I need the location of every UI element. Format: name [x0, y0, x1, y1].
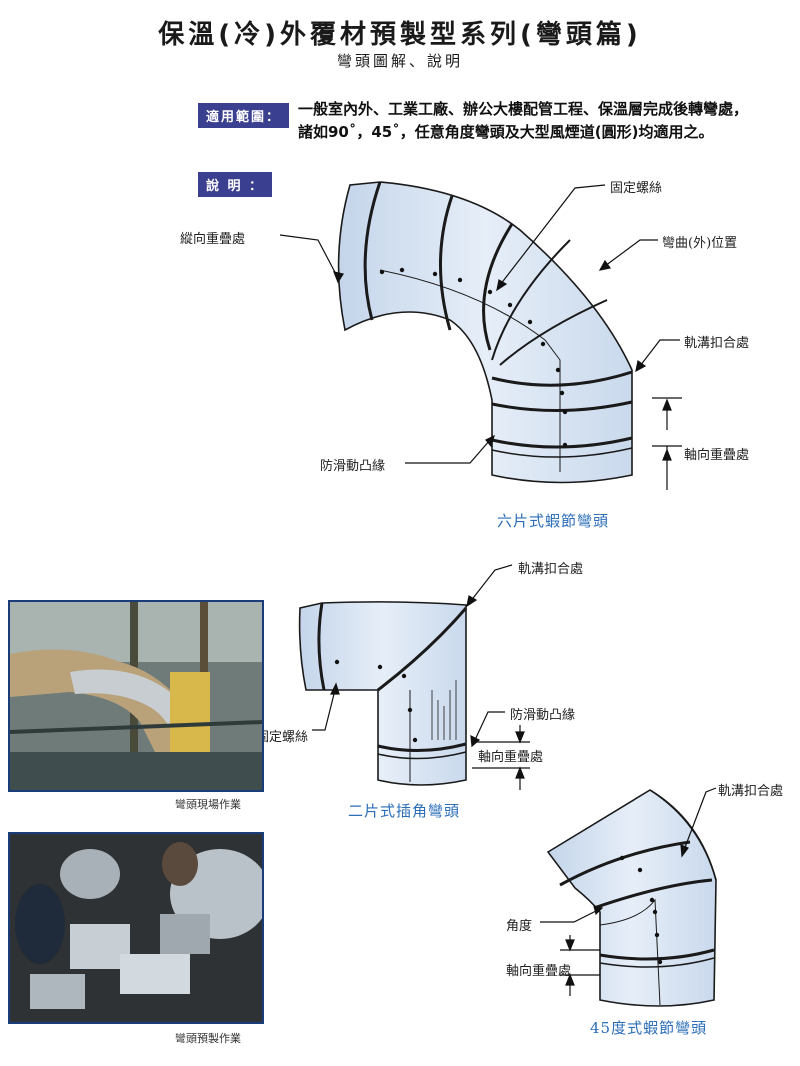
- six-piece-screws: [379, 267, 568, 448]
- label-groove-joint-1: 軌溝扣合處: [684, 336, 750, 351]
- two-piece-elbow-diagram: [298, 601, 468, 786]
- scope-line-2: 諸如90˚，45˚，任意角度彎頭及大型風煙道(圓形)均適用之。: [298, 123, 714, 141]
- forty-five-leaders: [540, 787, 717, 996]
- label-anti-slip-bead-2: 防滑動凸緣: [510, 708, 576, 723]
- photo-onsite-work: [8, 600, 264, 792]
- explain-badge: 說 明 ：: [198, 172, 273, 197]
- two-piece-screws: [334, 659, 418, 743]
- caption-two-piece-elbow: 二片式插角彎頭: [348, 802, 461, 820]
- photo-caption-prefab: 彎頭預製作業: [175, 1032, 241, 1045]
- label-groove-joint-3: 軌溝扣合處: [718, 784, 784, 799]
- photo-prefab-work: [8, 832, 264, 1024]
- label-axial-overlap-2: 軸向重疊處: [478, 750, 544, 765]
- caption-forty-five-elbow: 45度式蝦節彎頭: [590, 1019, 708, 1037]
- label-fixed-screw-1: 固定螺絲: [610, 181, 663, 196]
- two-piece-leaders: [312, 564, 530, 790]
- forty-five-elbow-diagram: [546, 789, 717, 1007]
- label-angle: 角度: [506, 919, 533, 934]
- label-bend-outer: 彎曲(外)位置: [662, 236, 738, 251]
- caption-six-piece-elbow: 六片式蝦節彎頭: [497, 512, 610, 530]
- label-axial-overlap-1: 軸向重疊處: [684, 448, 750, 463]
- label-anti-slip-bead-1: 防滑動凸緣: [320, 459, 386, 474]
- scope-badge: 適用範圍：: [198, 103, 290, 128]
- scope-text: 一般室內外、工業工廠、辦公大樓配管工程、保溫層完成後轉彎處， 諸如90˚，45˚…: [298, 98, 788, 144]
- label-longitudinal-overlap: 縱向重疊處: [180, 232, 246, 247]
- label-groove-joint-2: 軌溝扣合處: [518, 562, 584, 577]
- page-title: 保溫(冷)外覆材預製型系列(彎頭篇): [158, 20, 642, 50]
- photo-caption-onsite: 彎頭現場作業: [175, 798, 241, 811]
- forty-five-screws: [619, 855, 663, 965]
- label-axial-overlap-3: 軸向重疊處: [506, 964, 572, 979]
- six-piece-elbow-diagram: [337, 181, 633, 484]
- page-subtitle: 彎頭圖解、說明: [336, 52, 463, 70]
- scope-line-1: 一般室內外、工業工廠、辦公大樓配管工程、保溫層完成後轉彎處，: [298, 100, 749, 118]
- label-fixed-screw-2: 固定螺絲: [256, 730, 309, 745]
- six-piece-leaders: [279, 184, 682, 490]
